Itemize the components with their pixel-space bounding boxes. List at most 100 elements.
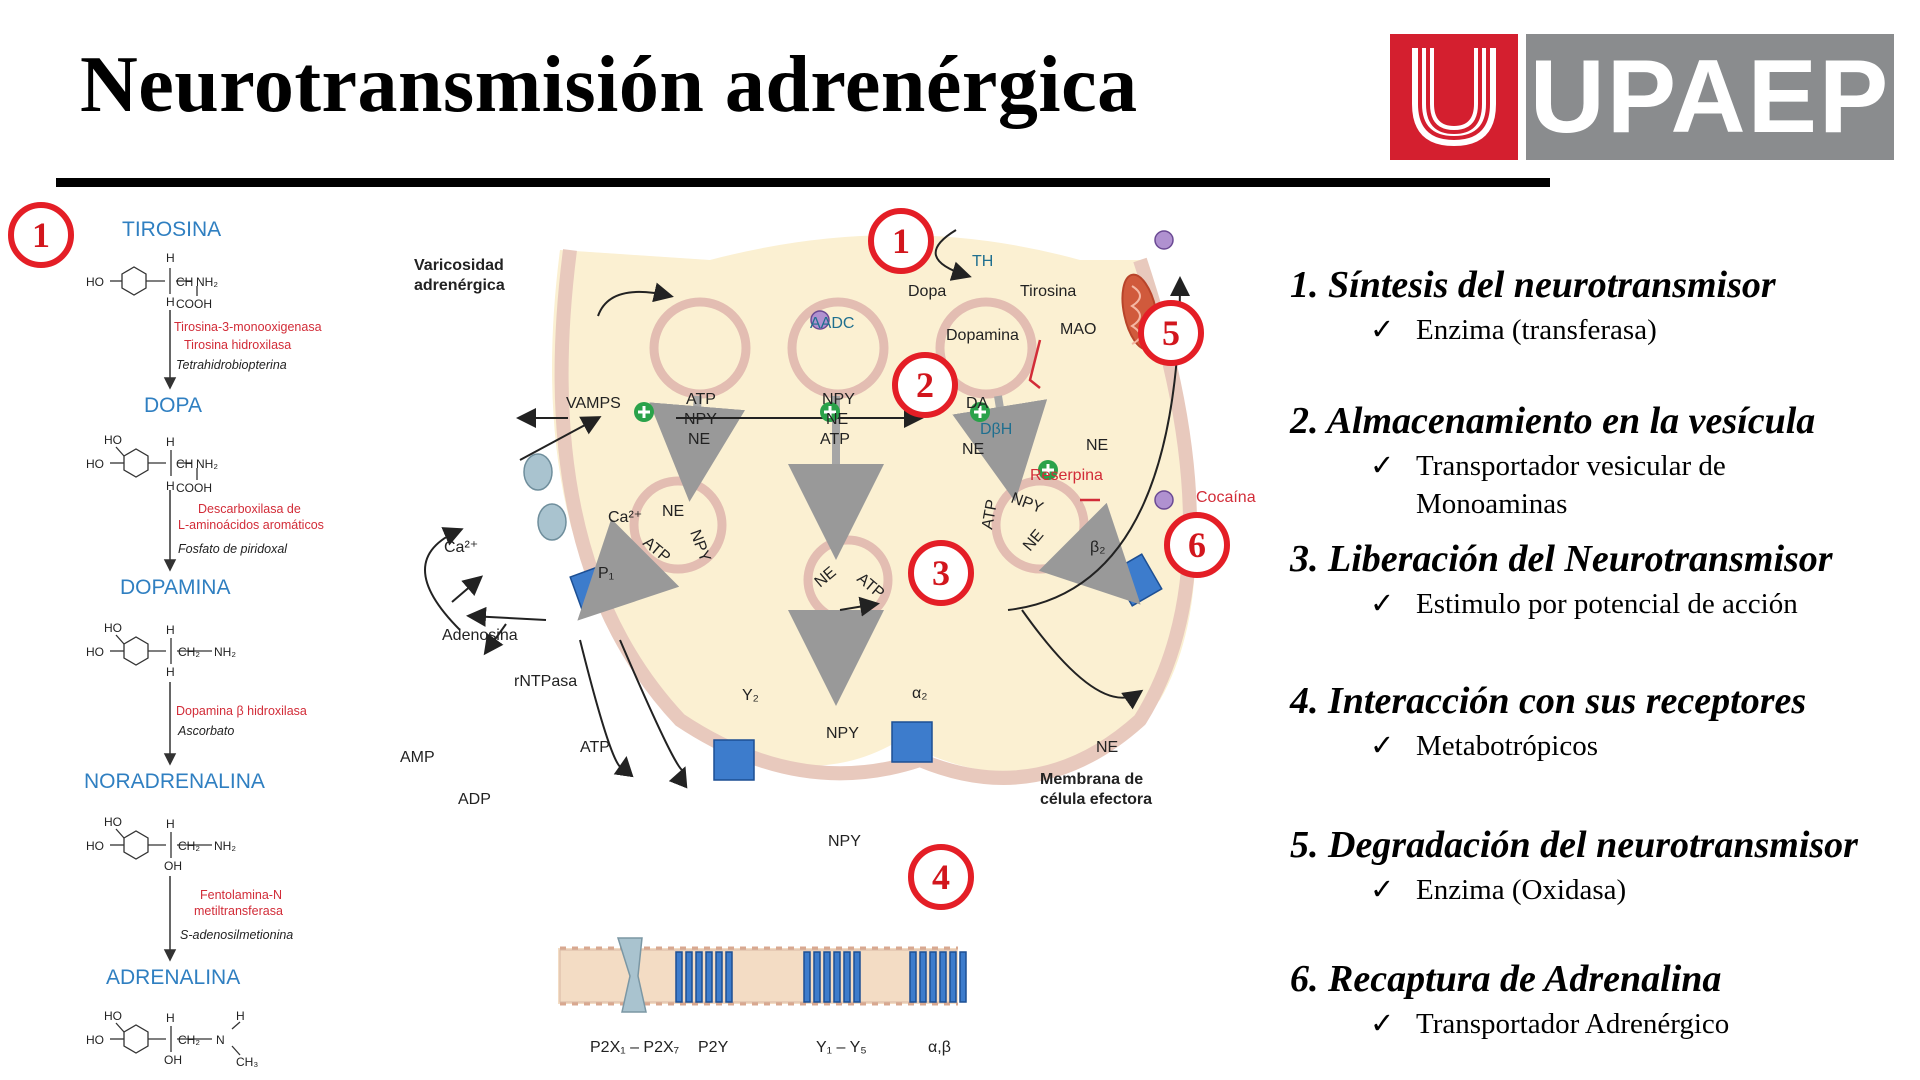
check-icon: ✓ [1370, 314, 1395, 346]
step-title: 2. Almacenamiento en la vesícula [1290, 400, 1816, 442]
struct-h: H [166, 295, 175, 309]
label-atp: ATP [820, 431, 850, 448]
inhibition-marker [1028, 339, 1100, 502]
diagram-step-badge-1: 1 [868, 208, 934, 274]
label-npy: NPY [828, 833, 861, 850]
label-ne: NE [1096, 739, 1118, 756]
step-detail-text: Enzima (Oxidasa) [1416, 874, 1627, 906]
step-detail-text: Enzima (transferasa) [1416, 314, 1657, 346]
compound-dopa: DOPA [144, 394, 202, 417]
step-item: 4. Interacción con sus receptores ✓Metab… [1290, 679, 1806, 765]
label-beta2: β₂ [1090, 539, 1105, 556]
label-tirosina: Tirosina [1020, 283, 1076, 300]
label-ca: Ca²⁺ [608, 509, 642, 526]
struct-h: H [166, 479, 175, 493]
label-ne: NE [1086, 437, 1108, 454]
struct-h: H [166, 1011, 175, 1025]
struct-ch: CH [176, 275, 193, 289]
step-detail: ✓Estimulo por potencial de acción [1370, 585, 1833, 623]
struct-ch2: CH₂ [178, 645, 200, 659]
label-npy: NPY [822, 391, 855, 408]
enzyme-label: Tirosina hidroxilasa [184, 338, 292, 352]
pathway-step-badge: 1 [8, 202, 74, 268]
step-detail: ✓ Enzima (transferasa) [1370, 311, 1776, 349]
compound-tirosina: TIROSINA [122, 218, 222, 241]
title-underline [56, 178, 1550, 187]
label-ca: Ca²⁺ [444, 539, 478, 556]
label-npy: NPY [684, 411, 717, 428]
step-title: 4. Interacción con sus receptores [1290, 680, 1807, 722]
struct-n: N [216, 1033, 225, 1047]
effector-membrane [558, 946, 958, 1006]
struct-ch2: CH₂ [178, 839, 200, 853]
struct-ho: HO [86, 1033, 104, 1047]
struct-oh: OH [164, 859, 182, 873]
struct-oh: OH [164, 1053, 182, 1067]
struct-ho: HO [86, 457, 104, 471]
diagram-step-badge-5: 5 [1138, 300, 1204, 366]
check-icon: ✓ [1370, 588, 1395, 620]
cofactor-label: Ascorbato [178, 724, 235, 738]
label-ne: NE [962, 441, 984, 458]
step-item: 5. Degradación del neurotransmisor ✓Enzi… [1290, 823, 1858, 909]
step-detail-text: Transportador vesicular de [1416, 450, 1726, 482]
label-atp: ATP [686, 391, 716, 408]
cofactor-label: Fosfato de piridoxal [178, 542, 288, 556]
synapse-diagram: Varicosidad adrenérgica Membrana de célu… [400, 229, 1256, 1056]
label-cocaina: Cocaína [1196, 489, 1256, 506]
step-detail-text: Metabotrópicos [1416, 730, 1599, 762]
logo-u-icon [1412, 48, 1496, 146]
struct-ho: HO [104, 1009, 122, 1023]
step-detail: ✓Transportador Adrenérgico [1370, 1005, 1729, 1043]
step-item: 6. Recaptura de Adrenalina ✓Transportado… [1290, 957, 1729, 1043]
step-detail: ✓ Transportador vesicular de Monoaminas [1370, 447, 1815, 523]
label-dopa: Dopa [908, 283, 946, 300]
enzyme-label: metiltransferasa [194, 904, 283, 918]
label-p2y: P2Y [698, 1039, 729, 1056]
label-p1: P₁ [598, 565, 614, 582]
compound-adrenalina: ADRENALINA [106, 966, 241, 989]
struct-h: H [236, 1009, 245, 1023]
step-item: 2. Almacenamiento en la vesícula ✓ Transp… [1290, 399, 1815, 523]
struct-ch: CH [176, 457, 193, 471]
step-detail: ✓Metabotrópicos [1370, 727, 1806, 765]
struct-ho: HO [86, 275, 104, 289]
label-ne: NE [688, 431, 710, 448]
step-detail-text: Monoaminas [1416, 488, 1568, 520]
label-aadc: AADC [810, 315, 854, 332]
struct-ch2: CH₂ [178, 1033, 200, 1047]
cofactor-label: Tetrahidrobiopterina [176, 358, 287, 372]
logo-wordmark: UPAEP [1526, 34, 1894, 160]
diagram-step-badge-6: 6 [1164, 512, 1230, 578]
label-y1y5: Y₁ – Y₅ [816, 1039, 867, 1056]
struct-nh2: NH₂ [196, 275, 218, 289]
step-detail: ✓Enzima (Oxidasa) [1370, 871, 1858, 909]
struct-nh2: NH₂ [214, 839, 236, 853]
enzyme-label: Fentolamina-N [200, 888, 282, 902]
label-adp: ADP [458, 791, 491, 808]
diagram-step-badge-2: 2 [892, 352, 958, 418]
step-title: 6. Recaptura de Adrenalina [1290, 958, 1722, 1000]
compound-dopamina: DOPAMINA [120, 576, 231, 599]
struct-cooh: COOH [176, 297, 212, 311]
label-mao: MAO [1060, 321, 1096, 338]
struct-cooh: COOH [176, 481, 212, 495]
struct-h: H [166, 251, 175, 265]
page-title: Neurotransmisión adrenérgica [80, 41, 1138, 129]
enzyme-label: Dopamina β hidroxilasa [176, 704, 307, 718]
diagram-step-badge-4: 4 [908, 844, 974, 910]
calcium-channel-icon [523, 453, 567, 541]
struct-nh2: NH₂ [214, 645, 236, 659]
struct-nh2: NH₂ [196, 457, 218, 471]
step-detail-text: Transportador Adrenérgico [1416, 1008, 1730, 1040]
enzyme-label: Tirosina-3-monooxigenasa [174, 320, 322, 334]
struct-ho: HO [86, 839, 104, 853]
pathway-structures: HO H CH NH₂ COOH H HO HO H CH NH₂ COOH H… [86, 251, 258, 1069]
check-icon: ✓ [1370, 450, 1395, 482]
plus-icon [634, 402, 1058, 480]
transporter-icon [810, 230, 1174, 510]
varicosity-label: adrenérgica [414, 277, 505, 294]
label-ne: NE [826, 411, 848, 428]
label-p2x: P2X₁ – P2X₇ [590, 1039, 679, 1056]
label-dopamina: Dopamina [946, 327, 1019, 344]
